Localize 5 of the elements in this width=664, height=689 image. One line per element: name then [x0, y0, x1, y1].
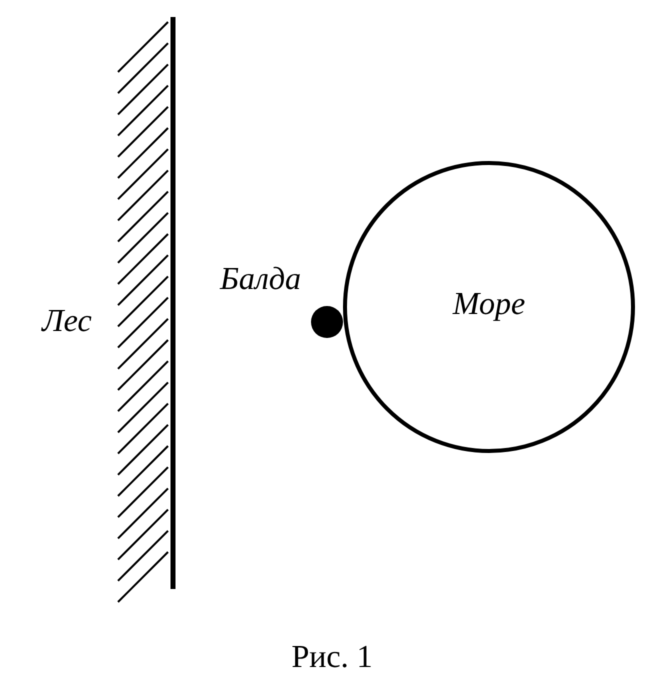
region-label: Море	[452, 287, 526, 320]
figure-caption: Рис. 1	[290, 640, 374, 672]
region-label: Лес	[42, 304, 92, 336]
circle-shape	[343, 161, 635, 453]
point-label: Балда	[220, 262, 302, 294]
